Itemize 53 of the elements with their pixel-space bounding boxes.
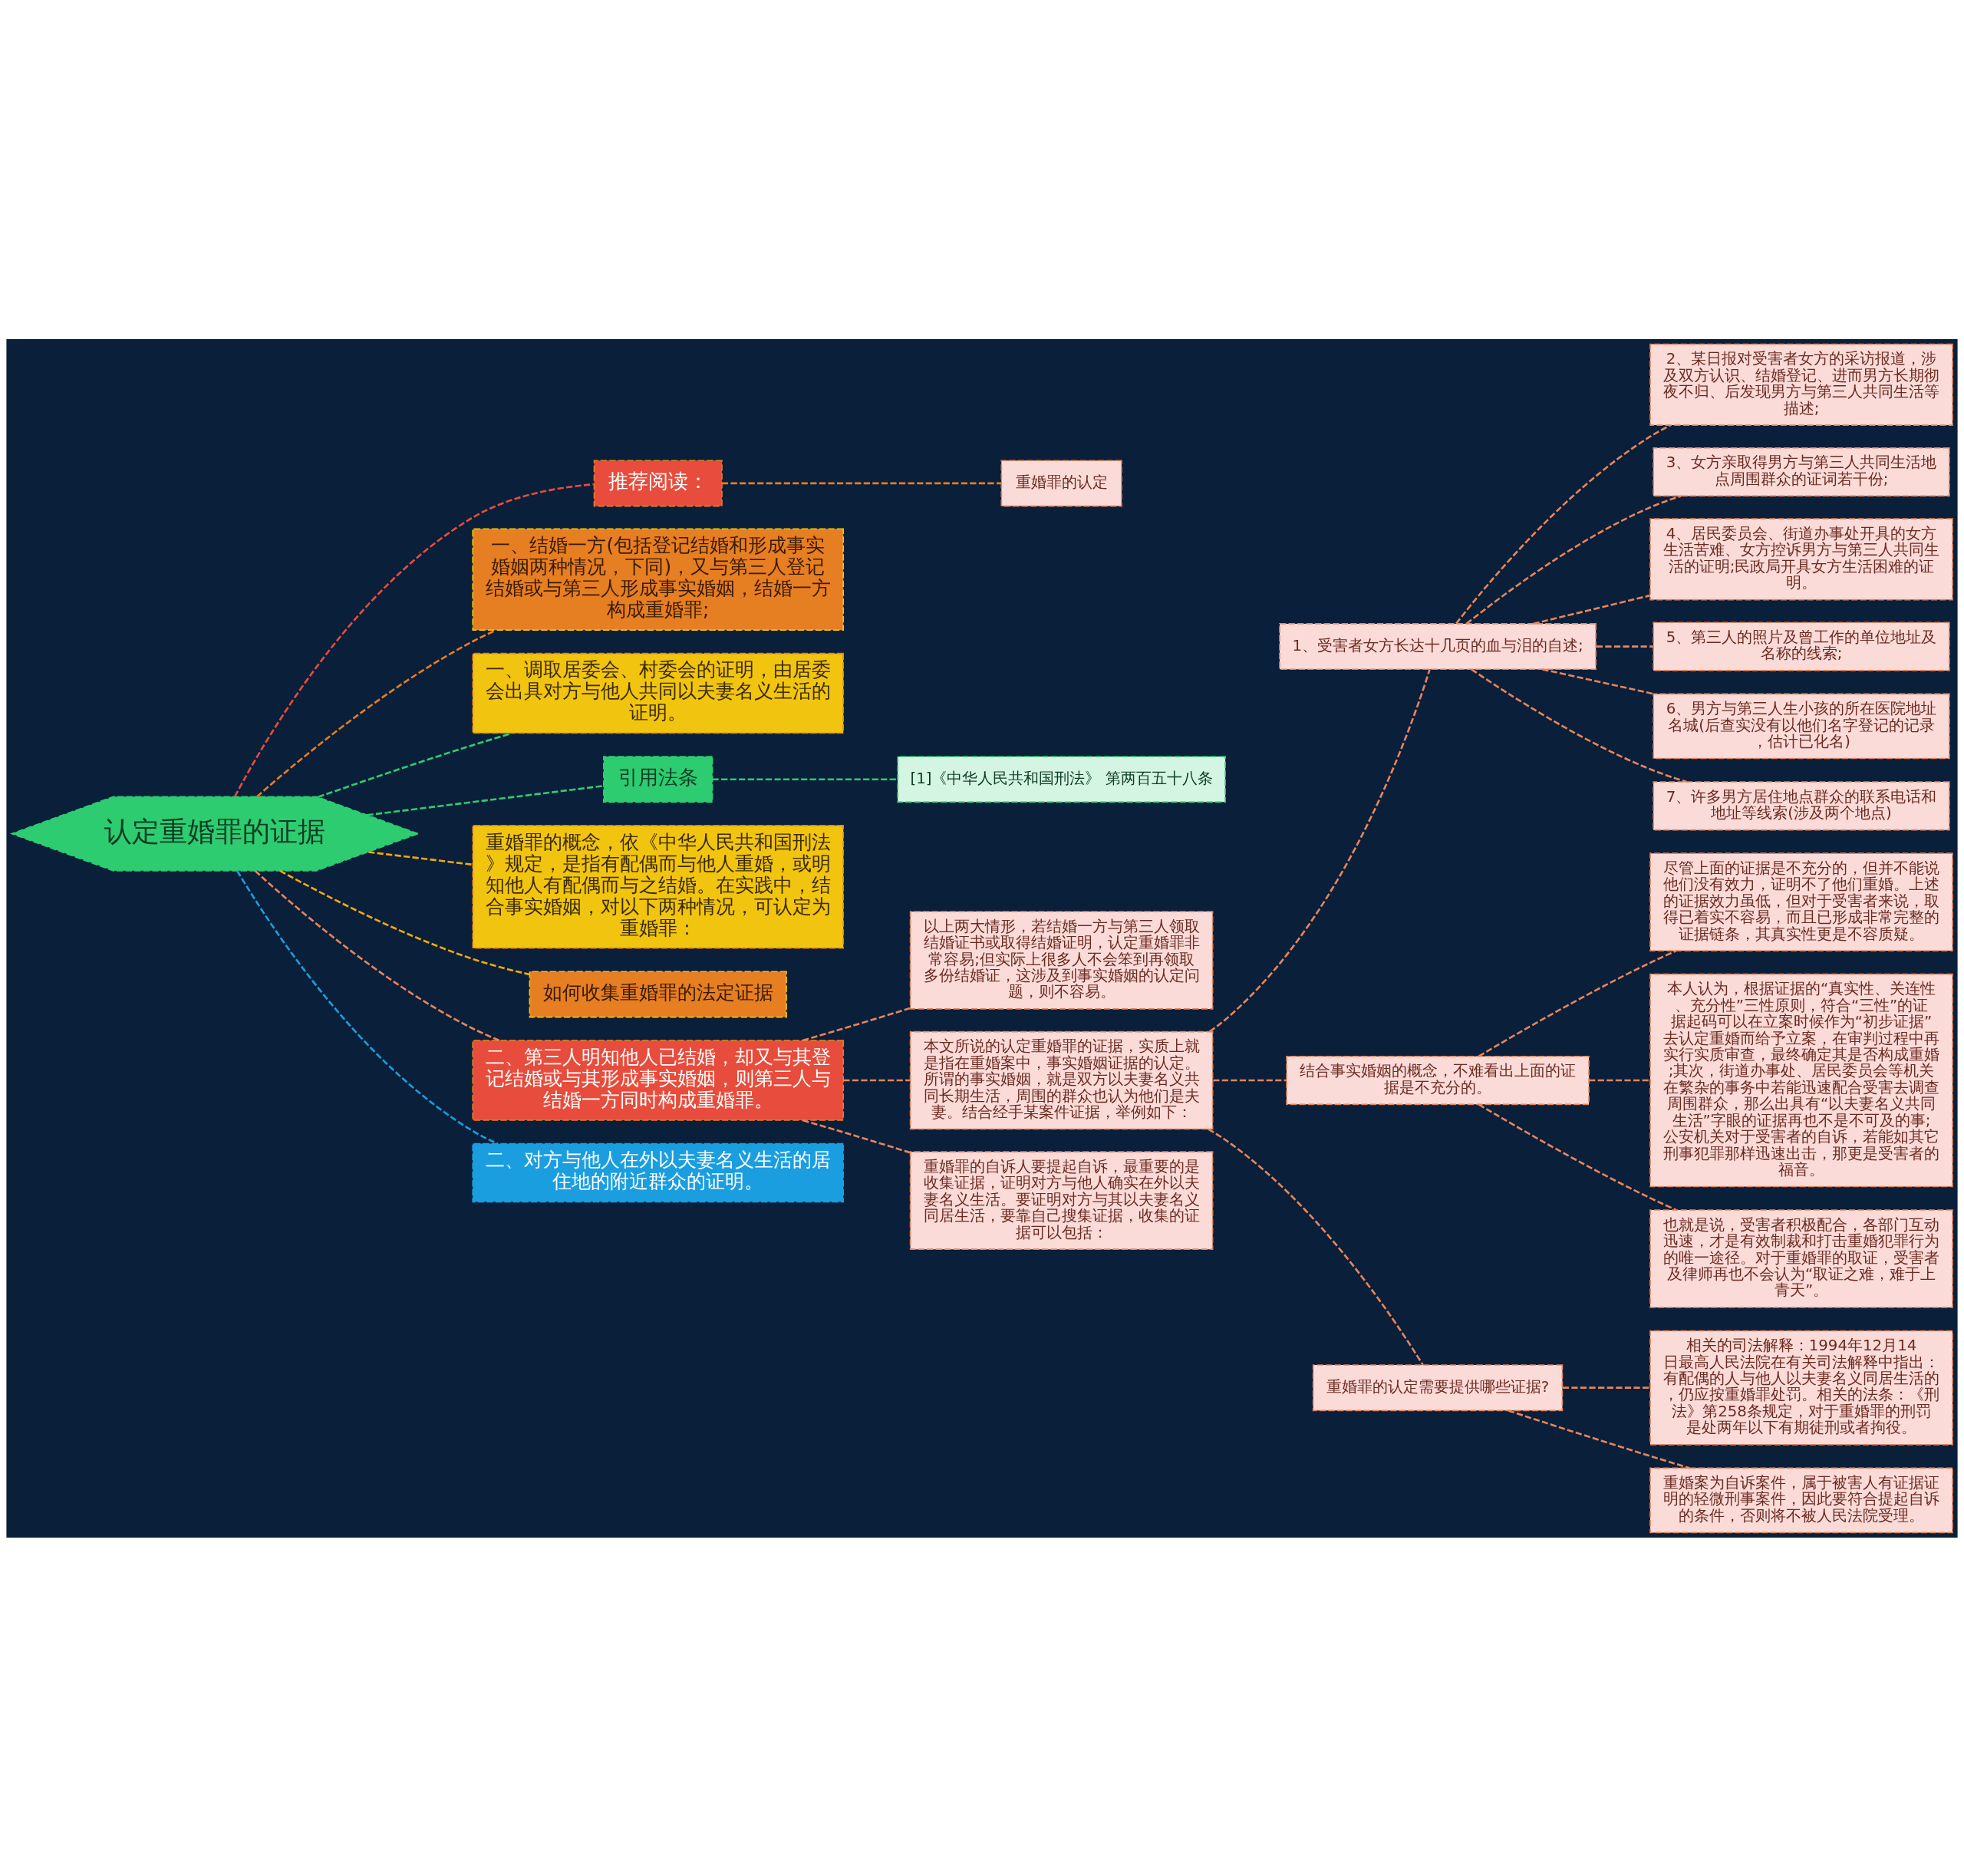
node-box: 重婚罪的概念，依《中华人民共和国刑法》规定，是指有配偶而与他人重婚，或明知他人有配偶而与之结婚。在实践中，结合事实婚姻，对以下两种情况，可认定为重婚罪： — [472, 824, 845, 949]
connector — [1542, 668, 1655, 695]
node-box: 本文所说的认定重婚罪的证据，实质上就是指在重婚案中，事实婚姻证据的认定。所谓的事实婚姻，就是双方以夫妻名义共同长期生活，周围的群众也认为他们是夫妻。结合经手某案件证据，举例如下： — [909, 1030, 1214, 1129]
connector — [1213, 1079, 1287, 1081]
connector — [1465, 494, 1682, 625]
connector — [256, 628, 496, 797]
connector — [1533, 594, 1650, 625]
node-box: 推荐阅读： — [593, 459, 723, 506]
node-box: 重婚罪的认定 — [1000, 459, 1122, 506]
node-box: 一、结婚一方(包括登记结婚和形成事实婚姻两种情况，下同)，又与第三人登记结婚或与第三人形成事实婚姻，结婚一方构成重婚罪; — [472, 527, 845, 631]
connector — [1208, 1127, 1424, 1365]
node-box: 3、女方亲取得男方与第三人共同生活地点周围群众的证词若干份; — [1653, 447, 1950, 496]
connector — [234, 483, 595, 796]
connector — [1455, 424, 1671, 624]
node-box: 重婚罪的认定需要提供哪些证据? — [1312, 1363, 1564, 1411]
node-box: [1]《中华人民共和国刑法》 第两百五十八条 — [897, 755, 1226, 803]
node-box: 以上两大情形，若结婚一方与第三人领取结婚证书或取得结婚证明，认定重婚罪非常容易;但实际上很多人不会笨到再领取多份结婚证，这涉及到事实婚姻的认定问题，则不容易。 — [909, 910, 1214, 1010]
connector — [802, 1119, 911, 1153]
connector — [254, 869, 500, 1041]
node-box: 尽管上面的证据是不充分的，但并不能说他们没有效力，证明不了他们重婚。上述的证据效力虽低，但对于受害者来说，取得已着实不容易，而且已形成非常完整的证据链条，其真实性更是不容质疑。 — [1649, 852, 1953, 951]
connector — [712, 777, 898, 780]
connector — [1471, 668, 1687, 783]
node-box: 重婚罪的自诉人要提起自诉，最重要的是收集证据，证明对方与他人确实在外以夫妻名义生活。要证明对方与其以夫妻名义同居生活，要靠自己搜集证据，收集的证据可以包括： — [909, 1150, 1214, 1250]
node-box: 5、第三人的照片及曾工作的单位地址及名称的线索; — [1653, 621, 1950, 671]
node-box: 本人认为，根据证据的“真实性、关连性、充分性”三性原则，符合“三性”的证据起码可以在立案时候作为“初步证据”去认定重婚而给予立案，在审判过程中再实行实质审查，最终确定其是否构成重婚;其次，街道办事处、居民委员会等机关在繁杂的事务中若能迅速配合受害去调查周围群众，那么出具有“以夫妻名义共同生活”字眼的证据再也不是不可及的事;公安机关对于受害者的自诉，若能如其它刑事犯罪那样迅速出击，那更是受害者的福音。 — [1649, 973, 1953, 1187]
node-box: 2、某日报对受害者女方的采访报道，涉及双方认识、结婚登记、进而男方长期彻夜不归、后发现男方与第三人共同生活等描述; — [1649, 343, 1953, 426]
connector — [279, 869, 530, 975]
node-box: 二、对方与他人在外以夫妻名义生活的居住地的附近群众的证明。 — [472, 1142, 845, 1202]
node-box: 1、受害者女方长达十几页的血与泪的自述; — [1279, 622, 1597, 670]
connector — [722, 482, 1002, 484]
connector — [1563, 1386, 1650, 1389]
connector — [367, 784, 604, 816]
node-box: 6、男方与第三人生小孩的所在医院地址名城(后查实没有以他们名字登记的记录，估计已化名) — [1653, 693, 1950, 759]
node-box: 重婚案为自诉案件，属于被害人有证据证明的轻微刑事案件，因此要符合提起自诉的条件，否则将不被人民法院受理。 — [1649, 1467, 1953, 1533]
node-box: 相关的司法解释：1994年12月14日最高人民法院在有关司法解释中指出：有配偶的人与他人以夫妻名义同居生活的，仍应按重婚罪处罚。相关的法条：《刑法》第258条规定，对于重婚罪的刑罚是处两年以下有期徒刑或者拘役。 — [1649, 1330, 1953, 1446]
node-box: 7、许多男方居住地点群众的联系电话和地址等线索(涉及两个地点) — [1653, 780, 1950, 830]
node-box: 结合事实婚姻的概念，不难看出上面的证据是不充分的。 — [1286, 1055, 1590, 1105]
connector — [1596, 645, 1653, 648]
connector — [1478, 1103, 1677, 1211]
node-box: 引用法条 — [603, 755, 713, 803]
node-box: 如何收集重婚罪的法定证据 — [529, 970, 787, 1017]
connector — [1508, 1409, 1690, 1469]
connector — [1208, 668, 1431, 1032]
connector — [802, 1007, 911, 1041]
connector — [368, 850, 473, 865]
node-box: 二、第三人明知他人已结婚，却又与其登记结婚或与其形成事实婚姻，则第三人与结婚一方同时构成重婚罪。 — [472, 1039, 845, 1121]
node-box: 一、调取居委会、村委会的证明，由居委会出具对方与他人共同以夫妻名义生活的证明。 — [472, 652, 845, 734]
connector — [843, 1079, 911, 1081]
connector — [1478, 949, 1677, 1057]
node-box: 也就是说，受害者积极配合，各部门互动迅速，才是有效制裁和打击重婚犯罪行为的唯一途径。对于重婚罪的取证，受害者及律师再也不会认为“取证之难，难于上青天”。 — [1649, 1208, 1953, 1308]
connector — [1589, 1079, 1650, 1081]
node-box: 4、居民委员会、街道办事处开具的女方生活苦难、女方控诉男方与第三人共同生活的证明;民政局开具女方生活困难的证明。 — [1649, 517, 1953, 600]
connector — [236, 870, 499, 1145]
